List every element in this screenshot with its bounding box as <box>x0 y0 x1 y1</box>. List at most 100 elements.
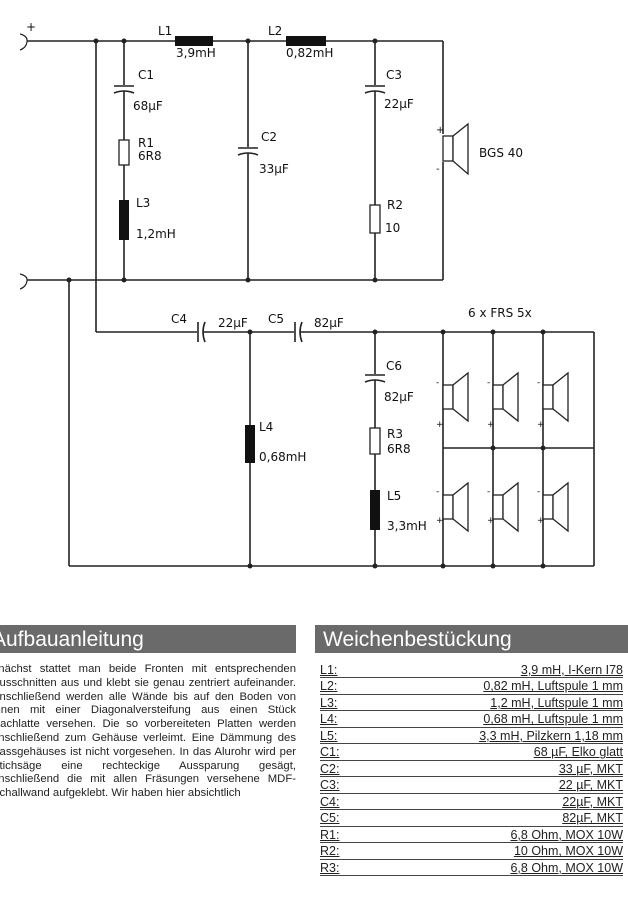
assembly-paragraph: unächst stattet man beide Fronten mit en… <box>0 663 296 800</box>
label-c6: C6 <box>386 359 402 373</box>
array-minus-4: - <box>436 487 439 497</box>
parts-row: C4: 22µF, MKT <box>320 794 623 811</box>
inductor-l3 <box>119 200 129 240</box>
value-c3: 22µF <box>384 97 414 111</box>
array-plus-4: + <box>436 516 444 526</box>
parts-section: Weichenbestückung L1: 3,9 mH, I-Kern I78 … <box>315 625 628 877</box>
part-id: L3: <box>320 695 338 710</box>
parts-row: R2: 10 Ohm, MOX 10W <box>320 844 623 860</box>
part-id: C3: <box>320 778 340 793</box>
label-c1: C1 <box>138 68 154 82</box>
part-value: 82µF, MKT <box>562 811 623 826</box>
part-id: R2: <box>320 844 340 859</box>
parts-row: L4: 0,68 mH, Luftspule 1 mm <box>320 712 623 728</box>
part-id: L5: <box>320 728 338 743</box>
crossover-schematic: + L1 3,9mH L2 0,82mH C1 68µF R1 6R8 L3 1… <box>19 20 595 569</box>
inductor-l1 <box>175 36 213 46</box>
parts-title: Weichenbestückung <box>315 625 628 653</box>
label-l3: L3 <box>136 196 150 210</box>
array-speaker-icon <box>442 481 469 533</box>
array-plus-5: + <box>487 516 495 526</box>
part-value: 0,68 mH, Luftspule 1 mm <box>483 712 623 727</box>
label-r1: R1 <box>138 136 154 150</box>
parts-row: L3: 1,2 mH, Luftspule 1 mm <box>320 695 623 712</box>
woofer-minus: - <box>436 164 440 175</box>
woofer-speaker-icon <box>442 122 469 176</box>
parts-row: C1:68 µF, Elko glatt <box>320 745 623 761</box>
part-value: 3,3 mH, Pilzkern 1,18 mm <box>479 728 623 743</box>
inductor-l5 <box>370 490 380 530</box>
inductor-l2 <box>286 36 326 46</box>
parts-row: C5: 82µF, MKT <box>320 811 623 827</box>
value-c2: 33µF <box>259 162 289 176</box>
array-minus-2: - <box>487 378 490 388</box>
array-plus-2: + <box>487 420 495 430</box>
woofer-plus: + <box>436 125 444 136</box>
array-speaker-icon <box>492 481 519 533</box>
part-id: R3: <box>320 860 340 875</box>
resistor-r2 <box>369 204 381 234</box>
input-terminal-plus <box>19 33 28 51</box>
label-c4: C4 <box>171 312 187 326</box>
label-l5: L5 <box>387 489 401 503</box>
array-minus-6: - <box>537 487 540 497</box>
parts-row: L2:0,82 mH, Luftspule 1 mm <box>320 679 623 695</box>
inductor-l4 <box>245 425 255 463</box>
woofer-label: BGS 40 <box>479 146 523 160</box>
parts-row: R3:6,8 Ohm, MOX 10W <box>320 860 623 877</box>
part-id: L4: <box>320 712 338 727</box>
part-id: C1: <box>320 745 340 760</box>
part-id: C4: <box>320 794 340 809</box>
part-value: 6,8 Ohm, MOX 10W <box>510 827 623 842</box>
label-l2: L2 <box>268 24 282 38</box>
part-value: 22µF, MKT <box>562 794 623 809</box>
assembly-title: Aufbauanleitung <box>0 625 296 653</box>
value-l5: 3,3mH <box>387 519 427 533</box>
value-l4: 0,68mH <box>259 450 306 464</box>
value-r1: 6R8 <box>138 149 162 163</box>
parts-row: C3: 22 µF, MKT <box>320 778 623 794</box>
label-c2: C2 <box>261 130 277 144</box>
array-minus-1: - <box>436 378 439 388</box>
value-l2: 0,82mH <box>286 46 333 60</box>
label-c5: C5 <box>268 312 284 326</box>
label-l4: L4 <box>259 420 273 434</box>
part-value: 1,2 mH, Luftspule 1 mm <box>490 695 623 710</box>
parts-list: L1: 3,9 mH, I-Kern I78 L2:0,82 mH, Luftsp… <box>315 663 628 877</box>
value-c4: 22µF <box>218 316 248 330</box>
value-c6: 82µF <box>384 390 414 404</box>
part-id: C2: <box>320 761 340 776</box>
part-value: 10 Ohm, MOX 10W <box>513 844 623 859</box>
label-r2: R2 <box>387 198 403 212</box>
input-plus-sign: + <box>26 20 36 34</box>
array-speaker-icon <box>542 481 569 533</box>
value-l1: 3,9mH <box>176 46 216 60</box>
part-id: R1: <box>320 827 340 842</box>
parts-row: L1: 3,9 mH, I-Kern I78 <box>320 663 623 679</box>
part-id: L1: <box>320 663 338 677</box>
label-l1: L1 <box>158 24 172 38</box>
array-speaker-icon <box>492 371 519 423</box>
parts-row: C2: 33 µF, MKT <box>320 761 623 778</box>
label-r3: R3 <box>387 427 403 441</box>
part-value: 22 µF, MKT <box>558 778 623 793</box>
value-c5: 82µF <box>314 316 344 330</box>
array-plus-1: + <box>436 420 444 430</box>
resistor-r1 <box>118 139 130 166</box>
array-plus-6: + <box>537 516 545 526</box>
assembly-section: Aufbauanleitung unächst stattet man beid… <box>0 625 296 801</box>
input-terminal-minus <box>19 273 28 290</box>
part-value: 33 µF, MKT <box>558 761 623 776</box>
assembly-text: unächst stattet man beide Fronten mit en… <box>0 663 296 801</box>
array-speaker-icon <box>542 371 569 423</box>
part-value: 3,9 mH, I-Kern I78 <box>520 663 623 677</box>
value-r2: 10 <box>385 221 400 235</box>
resistor-r3 <box>369 427 381 455</box>
array-speaker-icon <box>442 371 469 423</box>
value-r3: 6R8 <box>387 442 411 456</box>
part-id: C5: <box>320 811 340 826</box>
array-label: 6 x FRS 5x <box>468 306 532 320</box>
value-c1: 68µF <box>133 99 163 113</box>
array-plus-3: + <box>537 420 545 430</box>
array-minus-5: - <box>487 487 490 497</box>
